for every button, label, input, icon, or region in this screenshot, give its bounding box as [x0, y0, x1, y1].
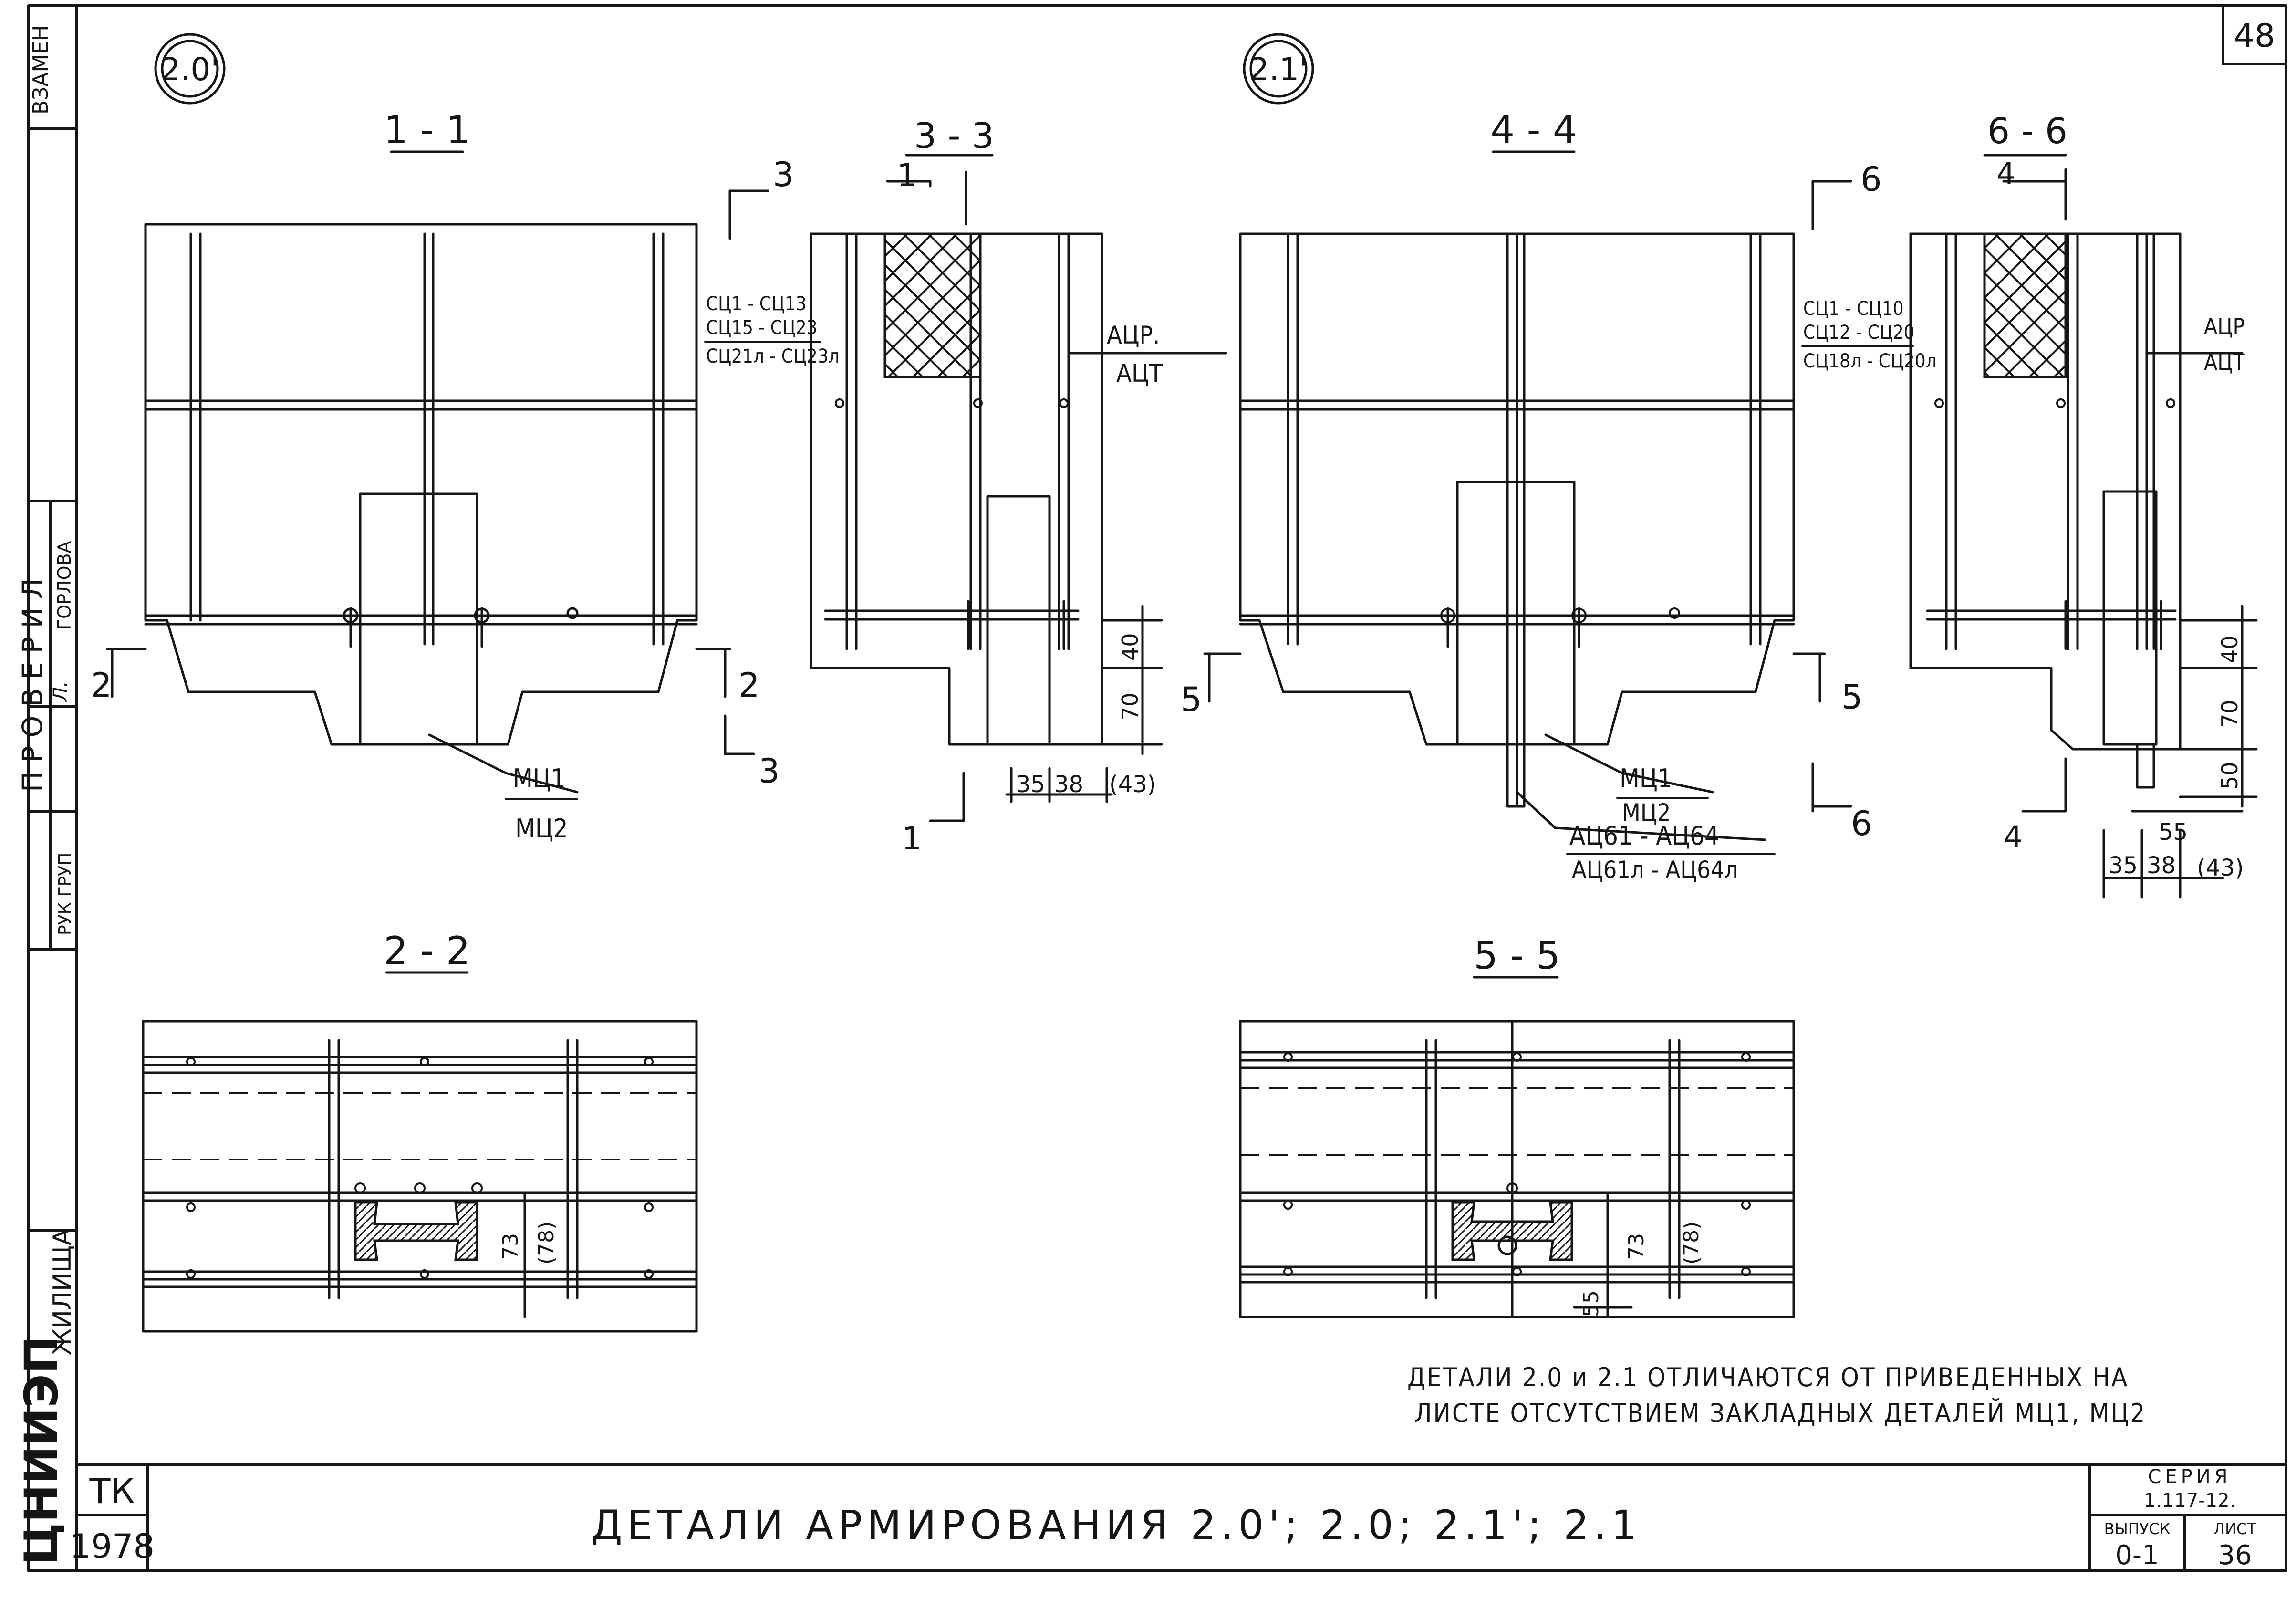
cut-2-right: 2 — [738, 666, 760, 705]
cut-6-top: 6 — [1860, 160, 1882, 199]
checked-label: ПРОВЕРИЛ — [16, 569, 49, 792]
section-6-6: 6 - 6 4 4 40 70 50 55 35 38 — [1909, 111, 2258, 899]
cut-5-left: 5 — [1181, 680, 1202, 719]
label-acr-left: АЦР. — [1107, 321, 1160, 350]
section-2-2-title: 2 - 2 — [384, 929, 470, 973]
dim-73-left: 73 — [499, 1233, 523, 1260]
cut-1-top: 1 — [897, 157, 917, 194]
dim-43-right: (43) — [2197, 855, 2244, 881]
section-5-5: 5 - 5 55 73 (78) — [1239, 933, 1795, 1318]
detail-marker-right-text: 2.1' — [1249, 51, 1308, 88]
dim-43-left: (43) — [1109, 771, 1156, 798]
dim-70-left: 70 — [1117, 692, 1143, 721]
i-beam-right — [1451, 1201, 1573, 1261]
label-act-left: АЦТ — [1116, 359, 1163, 388]
dim-70-right: 70 — [2217, 700, 2243, 728]
institute-name: ЖИЛИЩА — [48, 1228, 77, 1355]
cut-3-top: 3 — [773, 155, 794, 194]
i-beam-left — [354, 1201, 478, 1261]
checker-signature: Л. — [50, 681, 72, 702]
issue-value: 0-1 — [2115, 1540, 2159, 1571]
dim-73-right: 73 — [1624, 1233, 1649, 1260]
series-value: 1.117-12. — [2144, 1490, 2236, 1512]
section-6-6-title: 6 - 6 — [1987, 111, 2067, 152]
label-mc2-left: МЦ2 — [515, 814, 568, 844]
label-mc2-right: МЦ2 — [1622, 799, 1671, 826]
institute-logo-text: ЦНИИЭП — [15, 1336, 68, 1565]
cut-4-top: 4 — [1996, 156, 2015, 191]
label-sc-right-2: СЦ12 - СЦ20 — [1803, 322, 1915, 344]
checker-name: ГОРЛОВА — [54, 541, 75, 630]
drawing-note: ДЕТАЛИ 2.0 и 2.1 ОТЛИЧАЮТСЯ ОТ ПРИВЕДЕНН… — [1407, 1362, 2146, 1428]
label-sc-right-3: СЦ18л - СЦ20л — [1803, 350, 1937, 372]
instead-of-label: ВЗАМЕН — [29, 25, 53, 115]
dim-55-plan: 55 — [1579, 1290, 1603, 1317]
note-line-2: ЛИСТЕ ОТСУТСТВИЕМ ЗАКЛАДНЫХ ДЕТАЛЕЙ МЦ1,… — [1414, 1398, 2146, 1428]
title-block: ТК 1978 ДЕТАЛИ АРМИРОВАНИЯ 2.0'; 2.0; 2.… — [70, 1463, 2287, 1572]
section-1-1-title: 1 - 1 — [384, 108, 470, 152]
section-3-3-title: 3 - 3 — [914, 115, 994, 157]
cut-4-bottom: 4 — [2004, 819, 2022, 854]
detail-marker-right: 2.1' — [1243, 33, 1314, 105]
section-3-3: 3 - 3 1 1 40 70 35 38 (43) АЦР. АЦТ — [810, 115, 1227, 857]
dim-35-left: 35 — [1016, 771, 1045, 798]
title-code: ТК — [89, 1471, 135, 1511]
label-act-right: АЦТ — [2204, 349, 2245, 375]
page-number-box: 48 — [2222, 4, 2287, 65]
left-strip: ВЗАМЕН ПРОВЕРИЛ ГОРЛОВА Л. РУК ГРУП ЖИЛИ… — [15, 25, 77, 1565]
cut-3-bottom: 3 — [758, 752, 780, 791]
detail-marker-left: 2.0' — [154, 33, 226, 105]
dim-40-right: 40 — [2217, 635, 2243, 663]
cut-2-left: 2 — [91, 666, 112, 705]
label-mc1-right: МЦ1 — [1620, 763, 1673, 794]
group-head-label: РУК ГРУП — [55, 853, 75, 935]
title-main: ДЕТАЛИ АРМИРОВАНИЯ 2.0'; 2.0; 2.1'; 2.1 — [591, 1502, 1641, 1548]
label-sc-left-1: СЦ1 - СЦ13 — [706, 293, 807, 315]
section-1-1: 1 - 1 2 2 3 3 — [91, 108, 840, 844]
label-mc1-left: МЦ1 — [513, 763, 566, 794]
sheet-frame — [27, 4, 2287, 1572]
label-ac-right-1: АЦ61 - АЦ64 — [1569, 821, 1719, 851]
sheet-label: ЛИСТ — [2213, 1520, 2256, 1538]
detail-marker-left-text: 2.0' — [160, 51, 219, 88]
dim-55-right: 55 — [2159, 819, 2188, 846]
section-5-5-title: 5 - 5 — [1474, 933, 1560, 978]
issue-label: ВЫПУСК — [2104, 1520, 2171, 1538]
series-label: СЕРИЯ — [2148, 1466, 2231, 1488]
section-2-2: 2 - 2 73 (78) — [142, 929, 698, 1333]
section-4-4-title: 4 - 4 — [1490, 108, 1577, 152]
dim-40-left: 40 — [1117, 633, 1143, 661]
label-sc-right-1: СЦ1 - СЦ10 — [1803, 298, 1904, 320]
dim-38-right: 38 — [2147, 852, 2176, 879]
dim-78-left: (78) — [534, 1222, 559, 1265]
note-line-1: ДЕТАЛИ 2.0 и 2.1 ОТЛИЧАЮТСЯ ОТ ПРИВЕДЕНН… — [1407, 1362, 2129, 1392]
dim-35-right: 35 — [2109, 852, 2138, 879]
cut-1-bottom: 1 — [902, 820, 922, 857]
dim-78-right: (78) — [1679, 1222, 1704, 1265]
title-year: 1978 — [70, 1527, 155, 1566]
label-sc-left-2: СЦ15 - СЦ23 — [706, 317, 818, 339]
section-4-4: 4 - 4 5 5 6 6 МЦ1 МЦ2 АЦ6 — [1181, 108, 1937, 884]
dim-50-right: 50 — [2217, 762, 2243, 790]
label-sc-left-3: СЦ21л - СЦ23л — [706, 345, 840, 367]
label-acr-right: АЦР — [2204, 314, 2244, 339]
dim-38-left: 38 — [1054, 771, 1083, 798]
cut-5-right: 5 — [1841, 678, 1863, 717]
page-number: 48 — [2234, 17, 2275, 55]
cut-6-bottom: 6 — [1851, 804, 1872, 843]
sheet-value: 36 — [2218, 1540, 2252, 1571]
label-ac-right-2: АЦ61л - АЦ64л — [1572, 856, 1738, 884]
